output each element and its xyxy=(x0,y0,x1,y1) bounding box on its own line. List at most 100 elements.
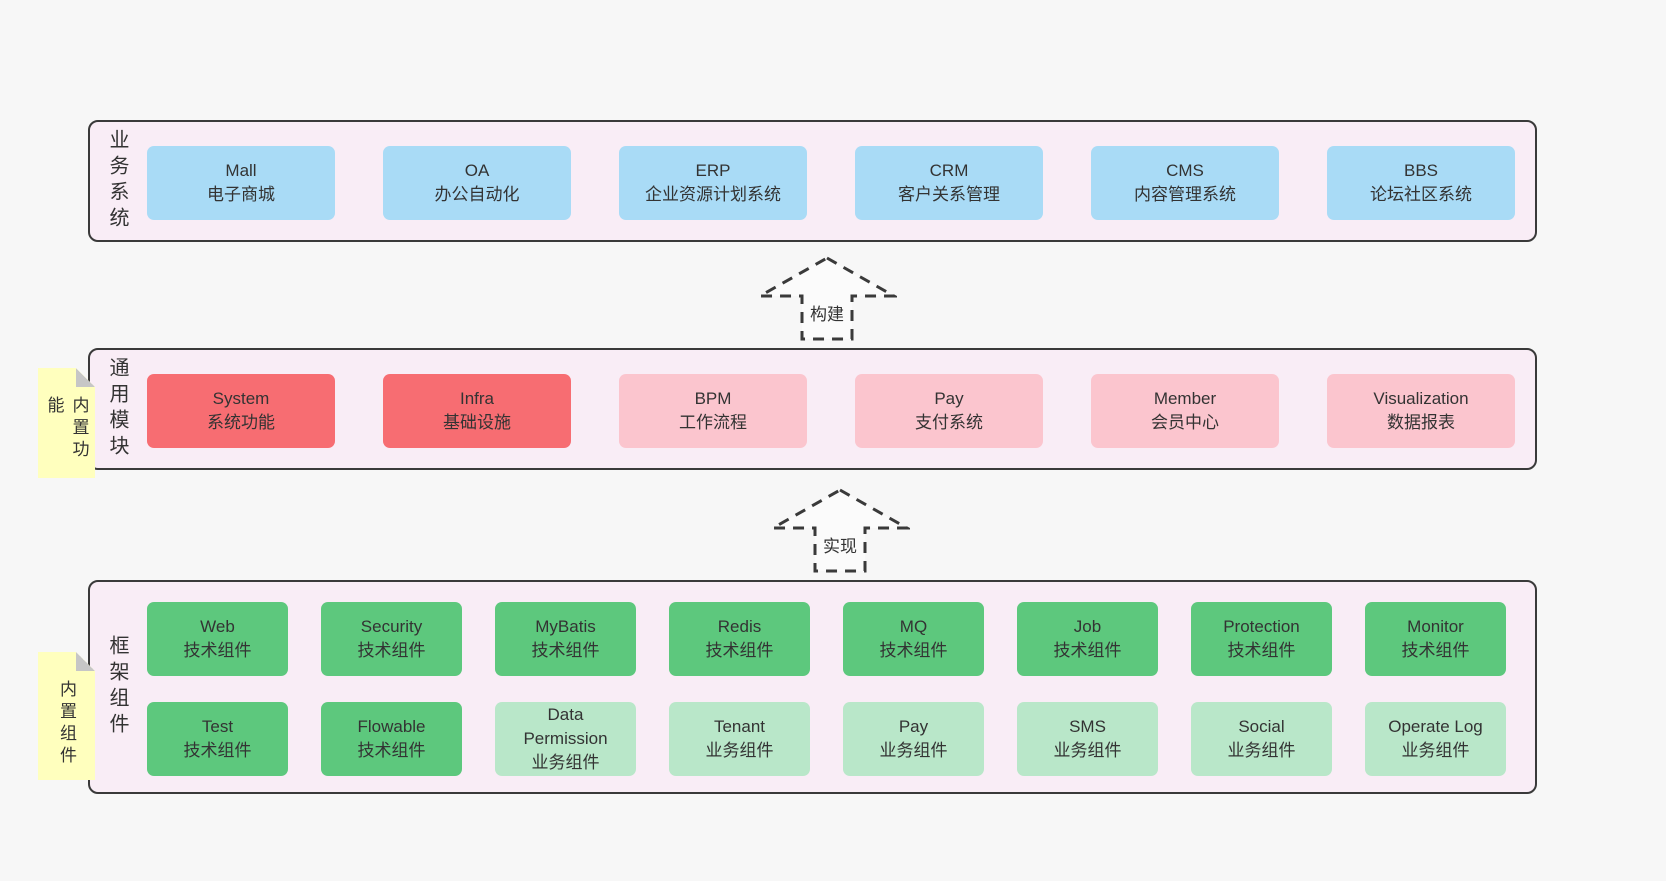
box-subtitle: 会员中心 xyxy=(1151,413,1219,432)
box-title: System xyxy=(212,389,270,409)
build-arrow-label: 构建 xyxy=(807,299,847,326)
box-title: SMS xyxy=(1069,717,1106,737)
box-subtitle: 工作流程 xyxy=(679,413,747,432)
common-modules-panel: 通用模块 System 系统功能 Infra 基础设施 BPM 工作流程 Pay… xyxy=(88,348,1537,470)
box-title: MyBatis xyxy=(535,617,596,637)
box-title: Social xyxy=(1238,717,1285,737)
box-visualization: Visualization 数据报表 xyxy=(1327,374,1515,448)
box-title: Tenant xyxy=(713,717,766,737)
box-subtitle: 技术组件 xyxy=(1053,641,1122,660)
box-data-permission: Data Permission 业务组件 xyxy=(495,702,636,776)
box-subtitle: 业务组件 xyxy=(1227,741,1296,760)
box-subtitle: 技术组件 xyxy=(1227,641,1296,660)
box-social: Social 业务组件 xyxy=(1191,702,1332,776)
business-systems-panel: 业务系统 Mall 电子商城 OA 办公自动化 ERP 企业资源计划系统 CRM… xyxy=(88,120,1537,242)
box-title: Infra xyxy=(459,389,495,409)
box-title: Monitor xyxy=(1407,617,1464,637)
box-operate-log: Operate Log 业务组件 xyxy=(1365,702,1506,776)
box-title: Security xyxy=(360,617,423,637)
box-title: Redis xyxy=(717,617,762,637)
box-title: CRM xyxy=(929,161,969,181)
box-title: ERP xyxy=(695,161,731,181)
box-protection: Protection 技术组件 xyxy=(1191,602,1332,676)
box-subtitle: 技术组件 xyxy=(183,641,252,660)
box-job: Job 技术组件 xyxy=(1017,602,1158,676)
box-title: Operate Log xyxy=(1388,717,1483,737)
box-test: Test 技术组件 xyxy=(147,702,288,776)
box-title: Flowable xyxy=(357,717,426,737)
box-redis: Redis 技术组件 xyxy=(669,602,810,676)
box-title: OA xyxy=(464,161,490,181)
framework-components-panel: 框架组件 Web 技术组件 Security 技术组件 MyBatis 技术组件… xyxy=(88,580,1537,794)
box-subtitle: 客户关系管理 xyxy=(898,185,1000,204)
box-title: Mall xyxy=(225,161,257,181)
box-monitor: Monitor 技术组件 xyxy=(1365,602,1506,676)
box-subtitle: 技术组件 xyxy=(183,741,252,760)
implement-arrow-label: 实现 xyxy=(820,531,860,558)
box-mq: MQ 技术组件 xyxy=(843,602,984,676)
box-mybatis: MyBatis 技术组件 xyxy=(495,602,636,676)
box-crm: CRM 客户关系管理 xyxy=(855,146,1043,220)
box-subtitle: 业务组件 xyxy=(705,741,774,760)
box-security: Security 技术组件 xyxy=(321,602,462,676)
box-pay-system: Pay 支付系统 xyxy=(855,374,1043,448)
box-subtitle: 技术组件 xyxy=(879,641,948,660)
box-subtitle: 业务组件 xyxy=(1401,741,1470,760)
box-title: Pay xyxy=(898,717,929,737)
box-title: Test xyxy=(201,717,234,737)
box-title: BBS xyxy=(1403,161,1439,181)
box-bpm: BPM 工作流程 xyxy=(619,374,807,448)
box-subtitle: 业务组件 xyxy=(531,752,600,772)
box-member: Member 会员中心 xyxy=(1091,374,1279,448)
box-title: Data Permission xyxy=(523,705,608,749)
box-subtitle: 系统功能 xyxy=(207,413,275,432)
box-subtitle: 技术组件 xyxy=(357,641,426,660)
box-title: MQ xyxy=(899,617,928,637)
sticky-note-text: 内置组件 xyxy=(57,680,76,768)
box-subtitle: 技术组件 xyxy=(531,641,600,660)
box-infra: Infra 基础设施 xyxy=(383,374,571,448)
box-subtitle: 内容管理系统 xyxy=(1134,185,1236,204)
framework-components-label: 框架组件 xyxy=(106,635,128,739)
box-cms: CMS 内容管理系统 xyxy=(1091,146,1279,220)
box-sms: SMS 业务组件 xyxy=(1017,702,1158,776)
box-subtitle: 业务组件 xyxy=(879,741,948,760)
box-subtitle: 业务组件 xyxy=(1053,741,1122,760)
dashed-up-arrow-icon xyxy=(770,488,910,573)
box-web: Web 技术组件 xyxy=(147,602,288,676)
box-oa: OA 办公自动化 xyxy=(383,146,571,220)
box-title: Job xyxy=(1073,617,1102,637)
box-title: BPM xyxy=(694,389,732,409)
box-subtitle: 技术组件 xyxy=(357,741,426,760)
sticky-note-builtin-components: 内置组件 xyxy=(38,652,95,780)
box-subtitle: 技术组件 xyxy=(705,641,774,660)
box-title: Visualization xyxy=(1373,389,1469,409)
sticky-note-text: 内置功能 xyxy=(44,396,89,462)
box-subtitle: 论坛社区系统 xyxy=(1370,185,1472,204)
box-title: CMS xyxy=(1166,161,1204,181)
box-title: Web xyxy=(200,617,235,637)
common-modules-label: 通用模块 xyxy=(106,357,128,461)
box-subtitle: 办公自动化 xyxy=(434,185,520,204)
box-pay-component: Pay 业务组件 xyxy=(843,702,984,776)
box-subtitle: 支付系统 xyxy=(915,413,983,432)
box-bbs: BBS 论坛社区系统 xyxy=(1327,146,1515,220)
box-mall: Mall 电子商城 xyxy=(147,146,335,220)
sticky-note-builtin-features: 内置功能 xyxy=(38,368,95,478)
box-erp: ERP 企业资源计划系统 xyxy=(619,146,807,220)
implement-arrow: 实现 xyxy=(770,487,910,575)
box-subtitle: 技术组件 xyxy=(1401,641,1470,660)
build-arrow: 构建 xyxy=(757,255,897,343)
box-title: Protection xyxy=(1223,617,1300,637)
box-subtitle: 数据报表 xyxy=(1387,413,1455,432)
box-subtitle: 基础设施 xyxy=(443,413,511,432)
box-subtitle: 电子商城 xyxy=(207,185,275,204)
box-system: System 系统功能 xyxy=(147,374,335,448)
box-title: Member xyxy=(1153,389,1217,409)
box-flowable: Flowable 技术组件 xyxy=(321,702,462,776)
business-systems-label: 业务系统 xyxy=(106,129,128,233)
box-subtitle: 企业资源计划系统 xyxy=(645,185,781,204)
dashed-up-arrow-icon xyxy=(757,256,897,341)
box-title: Pay xyxy=(934,389,964,409)
box-tenant: Tenant 业务组件 xyxy=(669,702,810,776)
